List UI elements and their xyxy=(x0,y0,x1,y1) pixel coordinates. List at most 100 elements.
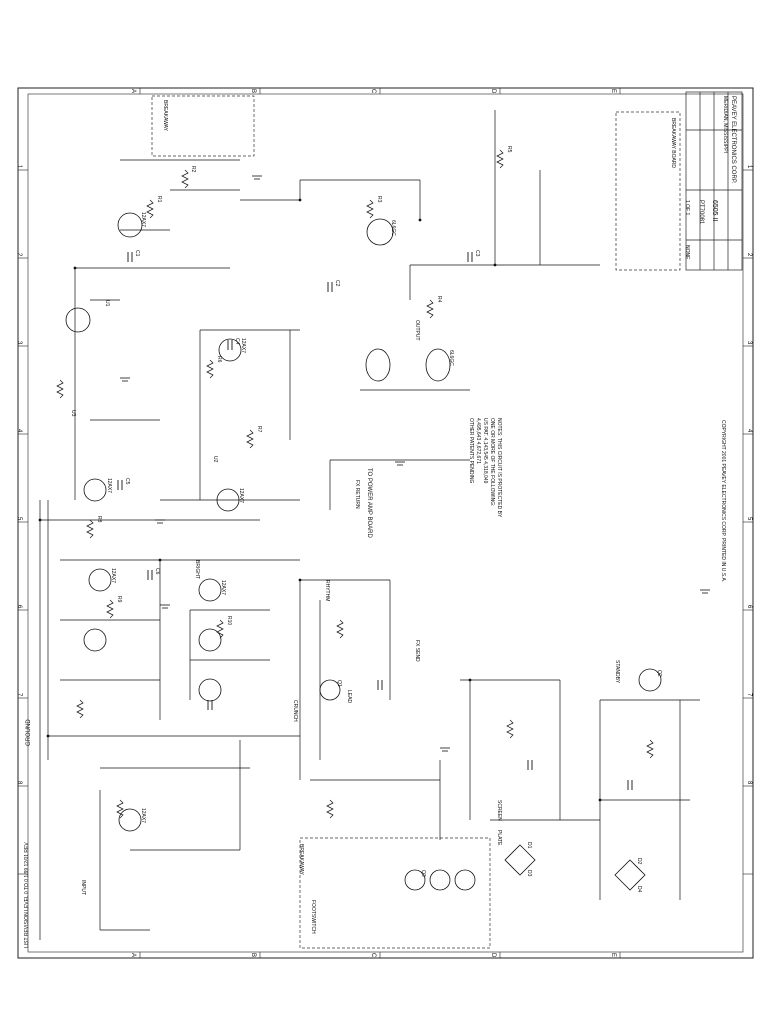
label-standby: STANDBY xyxy=(614,660,620,684)
tube-label: 12AX7 xyxy=(140,212,146,228)
ref-designator: Q3 xyxy=(420,870,426,877)
capacitors xyxy=(117,252,633,790)
zone-number: 3 xyxy=(746,341,752,345)
row-letter: D xyxy=(490,89,496,94)
ref-designator: R2 xyxy=(190,166,196,173)
breakaway-top-label: BREAKAWAY xyxy=(162,100,168,131)
ref-designator: R10 xyxy=(226,616,232,626)
breakaway-box-bottom xyxy=(299,837,491,949)
zone-number: 8 xyxy=(16,781,22,785)
row-letter: C xyxy=(370,953,376,958)
ground-label: GROUND xyxy=(26,719,32,746)
label-fx-return: FX RETURN xyxy=(354,480,360,509)
note-line: 4,495,643 4,672,671 xyxy=(475,418,481,464)
ref-designator: C2 xyxy=(334,280,340,287)
ref-designator: R1 xyxy=(156,196,162,203)
ref-designator: R4 xyxy=(436,296,442,303)
ref-designator: U3 xyxy=(70,410,76,417)
ref-designator: D4 xyxy=(636,886,642,893)
zone-number: 3 xyxy=(16,341,22,345)
ref-designator: R3 xyxy=(376,196,382,203)
row-letter: E xyxy=(610,953,616,958)
ref-designator: C4 xyxy=(234,338,240,345)
zone-number: 4 xyxy=(746,429,752,433)
breakaway-box-right xyxy=(615,111,681,271)
copyright-line: COPYRIGHT 2001 PEAVEY ELECTRONICS CORP. … xyxy=(720,420,726,583)
ref-designator: U2 xyxy=(212,456,218,463)
ref-designator: C3 xyxy=(474,250,480,257)
ref-designator: D3 xyxy=(526,870,532,877)
left-revision-note: LIST REVISION LEVEL 0 TO 0 1/99 12/01 RE… xyxy=(24,842,30,948)
note-line: OTHER PATENTS PENDING xyxy=(468,418,474,484)
tube-label: 12AX7 xyxy=(240,338,246,354)
row-letter: A xyxy=(130,89,136,94)
resistors xyxy=(56,149,654,819)
tube-label: 12AX7 xyxy=(110,568,116,584)
label-lead: LEAD xyxy=(346,690,352,704)
ref-designator: C5 xyxy=(124,478,130,485)
tube-label: 12AX7 xyxy=(220,580,226,596)
zone-number: 1 xyxy=(746,165,752,169)
ref-designator: R9 xyxy=(116,596,122,603)
ref-designator: D1 xyxy=(526,842,532,849)
tube-label: 12AX7 xyxy=(238,488,244,504)
note-line: US PAT. 4,143,545 4,318,049 xyxy=(482,418,488,484)
breakaway-box-top xyxy=(151,95,255,157)
label-rhythm: RHYTHM xyxy=(324,580,330,602)
zone-number: 6 xyxy=(746,605,752,609)
row-letter: C xyxy=(370,89,376,94)
title-address: MERIDIAN, MISSISSIPPI xyxy=(722,96,728,153)
ref-designator: R8 xyxy=(96,516,102,523)
title-block xyxy=(685,91,743,271)
sheet-border xyxy=(17,87,754,959)
power-tube-label: 6L6GC xyxy=(390,220,396,236)
ref-designator: U1 xyxy=(104,300,110,307)
tube-label: 12AX7 xyxy=(140,808,146,824)
ref-designator: Q1 xyxy=(336,680,342,687)
breakaway-bottom-label: BREAKAWAY xyxy=(298,844,304,875)
title-company: PEAVEY ELECTRONICS CORP. xyxy=(730,96,736,184)
zone-number: 6 xyxy=(16,605,22,609)
row-letter: B xyxy=(250,89,256,94)
ref-designator: C6 xyxy=(154,568,160,575)
zone-number: 7 xyxy=(16,693,22,697)
ref-designator: Q2 xyxy=(656,670,662,677)
note-line: ONE OR MORE OF THE FOLLOWING: xyxy=(489,418,495,507)
ground-symbols xyxy=(120,175,710,752)
wiring xyxy=(39,110,700,940)
label-screen: SCREEN xyxy=(496,800,502,821)
connector-nodes xyxy=(38,198,602,802)
ref-designator: D2 xyxy=(636,858,642,865)
zone-number: 4 xyxy=(16,429,22,433)
title-sheet: 1 OF 1 xyxy=(684,200,690,216)
row-letter: A xyxy=(130,953,136,958)
label-footswitch: FOOTSWITCH xyxy=(310,900,316,934)
breakaway-right-label: BREAKAWAY BOARD xyxy=(670,118,676,169)
row-letter: D xyxy=(490,953,496,958)
label-input: INPUT xyxy=(80,880,86,895)
row-letter: B xyxy=(250,953,256,958)
power-tube-label: 6L6GC xyxy=(448,350,454,366)
to-board-label: TO POWER AMP BOARD xyxy=(366,468,372,538)
tube-symbols xyxy=(65,212,662,891)
label-fx-send: FX SEND xyxy=(414,640,420,662)
row-letter: E xyxy=(610,89,616,94)
title-model: 6505 II xyxy=(711,200,718,222)
title-drawing-number: PT70081 xyxy=(698,200,704,225)
tube-label: 12AX7 xyxy=(106,478,112,494)
zone-number: 8 xyxy=(746,781,752,785)
zone-number: 7 xyxy=(746,693,752,697)
zone-number: 5 xyxy=(16,517,22,521)
ref-designator: R5 xyxy=(506,146,512,153)
label-plate: PLATE xyxy=(496,830,502,846)
zone-number: 2 xyxy=(746,253,752,257)
title-scale: NONE xyxy=(684,245,690,260)
zone-ticks xyxy=(18,88,753,958)
ref-designator: R6 xyxy=(216,356,222,363)
ref-designator: R7 xyxy=(256,426,262,433)
bridge-rectifiers xyxy=(504,844,646,891)
zone-number: 5 xyxy=(746,517,752,521)
sheet-inner-border xyxy=(27,93,744,953)
zone-number: 2 xyxy=(16,253,22,257)
label-bright: BRIGHT xyxy=(194,560,200,579)
